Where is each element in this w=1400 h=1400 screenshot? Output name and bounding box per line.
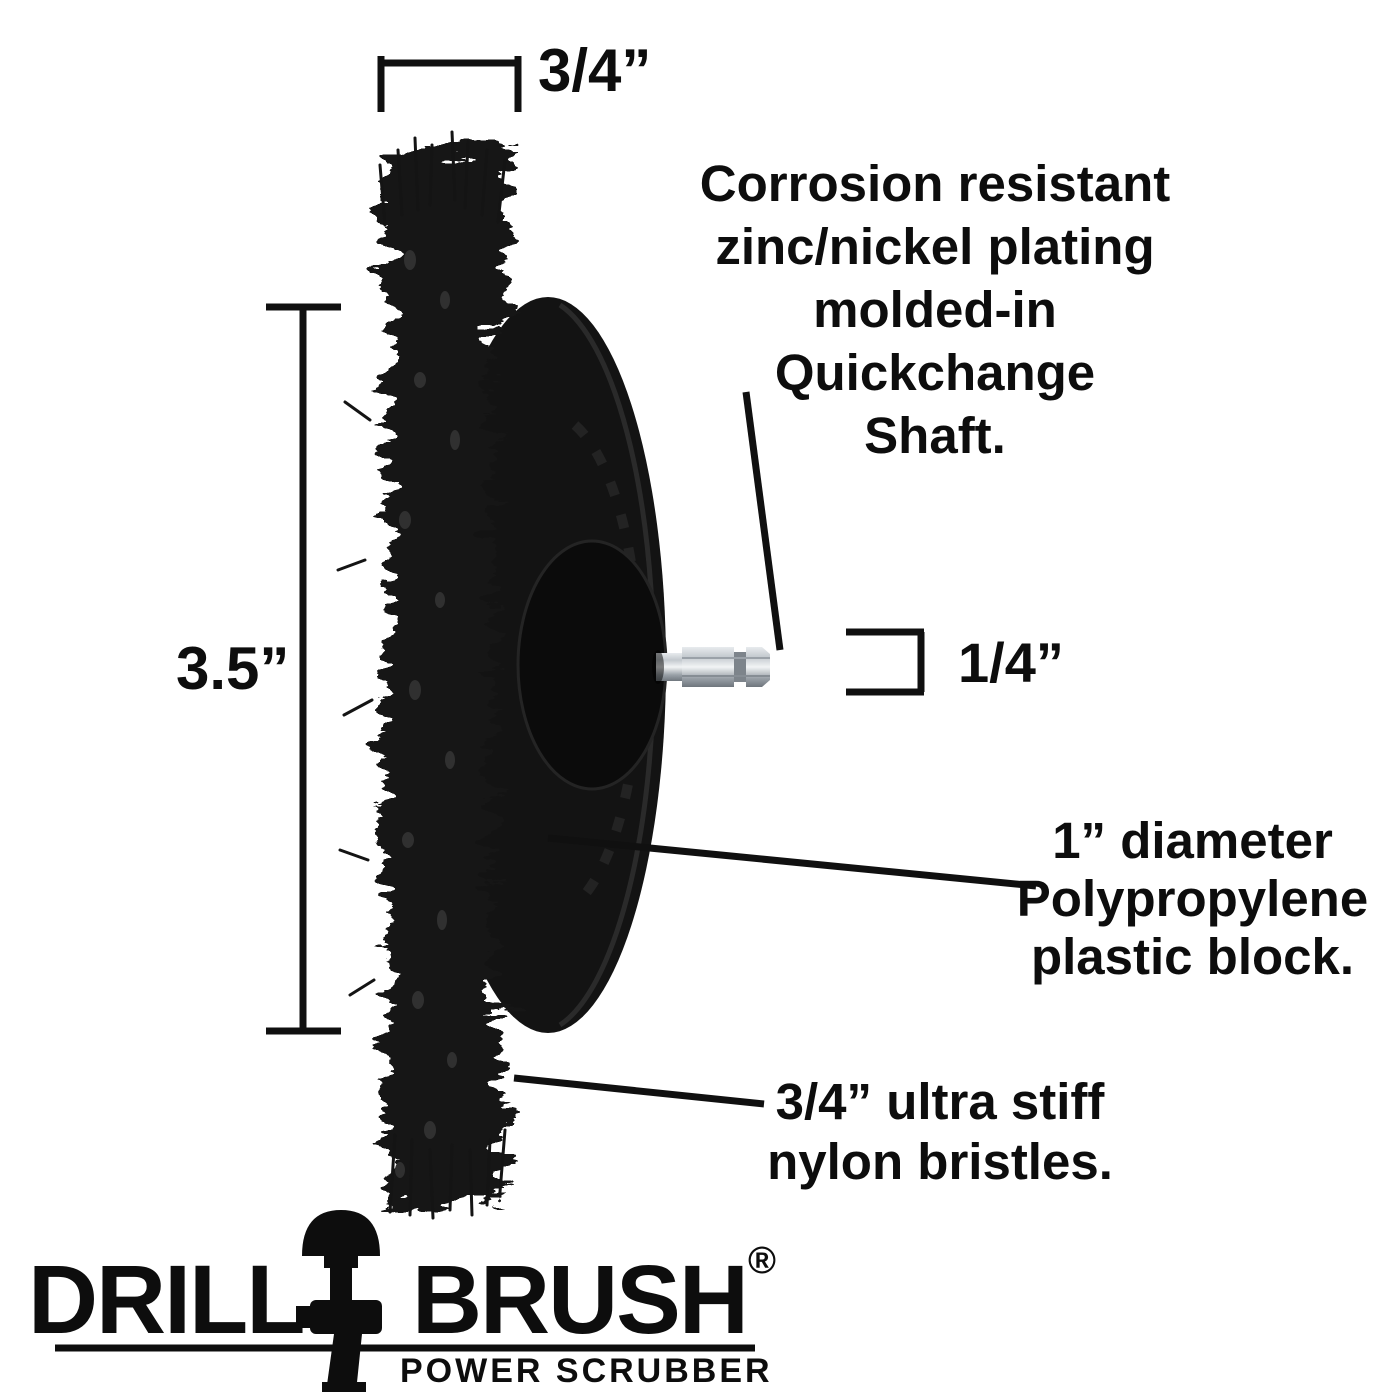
note-line: plastic block. xyxy=(1030,928,1355,985)
hub xyxy=(516,539,668,791)
shaft-annotation: Corrosion resistant zinc/nickel plating … xyxy=(685,152,1185,467)
note-line: Polypropylene xyxy=(1016,870,1369,927)
diameter-label: 3.5” xyxy=(176,635,290,702)
bristle-width-label: 3/4” xyxy=(538,37,652,104)
logo-tagline: POWER SCRUBBER xyxy=(400,1352,773,1390)
note-line: Quickchange xyxy=(774,344,1096,401)
pointer-line-shaft xyxy=(742,391,784,651)
shaft-size-label: 1/4” xyxy=(958,631,1064,694)
dimension-bracket-shaft xyxy=(846,628,925,696)
note-line: zinc/nickel plating xyxy=(715,218,1155,275)
note-line: molded-in xyxy=(813,281,1057,338)
note-line: nylon bristles. xyxy=(767,1133,1113,1190)
bristle-texture xyxy=(395,250,460,1178)
note-line: 1” diameter xyxy=(1052,812,1333,869)
bristles-annotation: 3/4” ultra stiff nylon bristles. xyxy=(720,1072,1160,1192)
bristle-band xyxy=(384,150,510,1205)
logo-word-drill: DRILL xyxy=(28,1245,306,1354)
registered-mark: ® xyxy=(748,1240,776,1282)
drill-icon xyxy=(296,1210,382,1392)
note-line: 3/4” ultra stiff xyxy=(775,1073,1105,1130)
dimension-bracket-top xyxy=(377,56,522,112)
logo-word-brush: BRUSH xyxy=(412,1245,749,1354)
pointer-line-block xyxy=(547,834,1037,890)
pointer-line-bristles xyxy=(513,1074,765,1108)
dimension-bracket-left xyxy=(266,303,341,1035)
drive-shaft xyxy=(652,647,770,687)
note-line: Corrosion resistant xyxy=(699,155,1171,212)
stray-bristles xyxy=(336,130,507,1220)
block-annotation: 1” diameter Polypropylene plastic block. xyxy=(1000,812,1385,986)
note-line: Shaft. xyxy=(864,407,1006,464)
